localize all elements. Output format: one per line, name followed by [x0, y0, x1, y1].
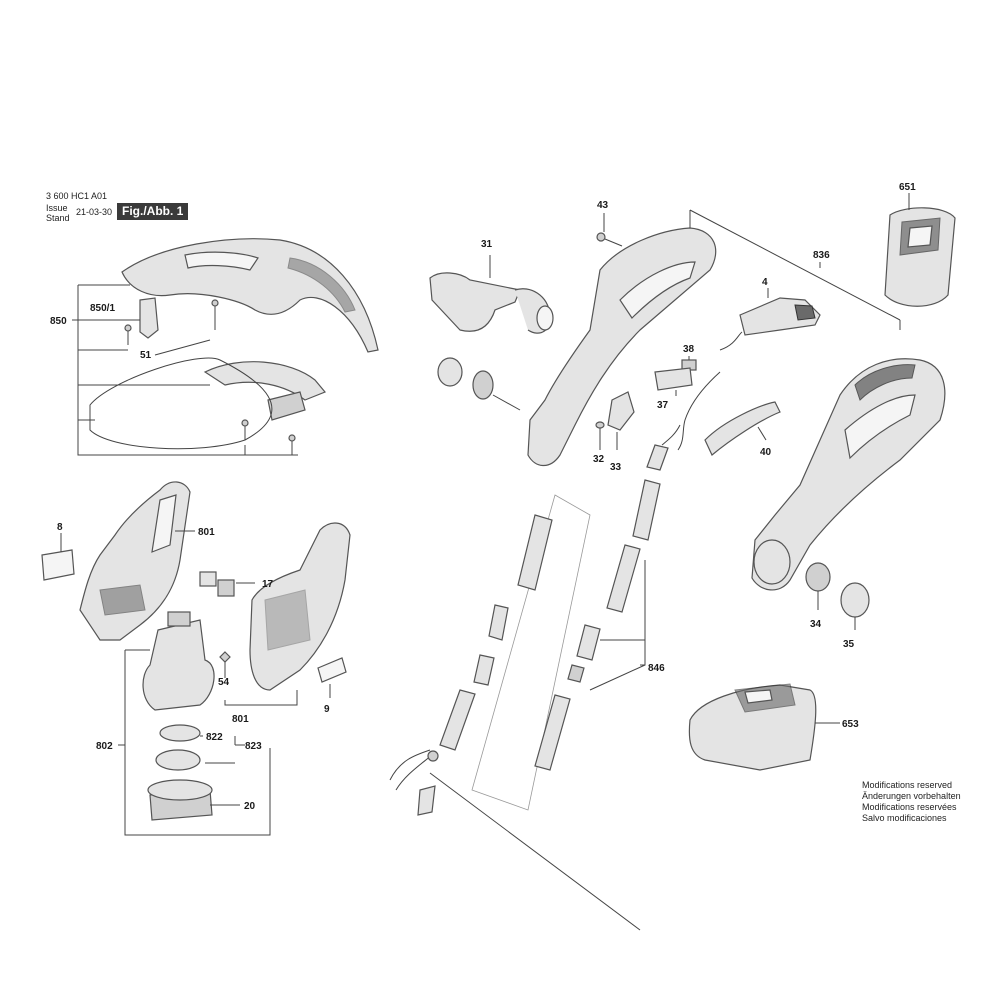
label-35: 35: [843, 639, 855, 650]
label-8: 8: [57, 522, 63, 533]
label-32: 32: [593, 454, 605, 465]
label-9: 9: [324, 704, 330, 715]
figure-badge: Fig./Abb. 1: [117, 203, 189, 220]
label-836: 836: [813, 250, 830, 261]
guard-assembly: [72, 238, 379, 456]
note-de: Änderungen vorbehalten: [862, 791, 961, 801]
label-823: 823: [245, 741, 262, 752]
label-31: 31: [481, 239, 493, 250]
label-822: 822: [206, 732, 223, 743]
label-651: 651: [899, 182, 916, 193]
label-653: 653: [842, 719, 859, 730]
label-37: 37: [657, 400, 669, 411]
stand-label: Stand: [46, 213, 70, 223]
label-20: 20: [244, 801, 256, 812]
note-en: Modifications reserved: [862, 780, 953, 790]
note-es: Salvo modificaciones: [862, 813, 947, 823]
battery-pack: [884, 193, 956, 307]
label-850: 850: [50, 316, 67, 327]
label-33: 33: [610, 462, 622, 473]
label-51: 51: [140, 350, 152, 361]
upper-handle-group: [429, 209, 901, 467]
charger: [688, 683, 840, 771]
motor-housing-group: [41, 481, 351, 706]
label-801-bottom: 801: [232, 714, 249, 725]
rear-handle: [751, 320, 946, 591]
label-40: 40: [760, 447, 772, 458]
label-801-top: 801: [198, 527, 215, 538]
label-38: 38: [683, 344, 695, 355]
part-number: 3 600 HC1 A01: [46, 191, 108, 201]
switch-components: [595, 288, 821, 456]
label-17: 17: [262, 579, 274, 590]
label-54: 54: [218, 677, 230, 688]
issue-date: 21-03-30: [76, 207, 113, 217]
modifications-note: Modifications reserved Änderungen vorbeh…: [862, 780, 961, 824]
note-fr: Modifications reservées: [862, 802, 957, 812]
label-802: 802: [96, 741, 113, 752]
label-34: 34: [810, 619, 822, 630]
label-43: 43: [597, 200, 609, 211]
label-846: 846: [648, 663, 665, 674]
motor-spool-group: [118, 611, 271, 836]
issue-label: Issue: [46, 203, 68, 213]
knob-spring-right: [805, 562, 870, 630]
shaft-assembly: [389, 424, 681, 931]
label-850-1: 850/1: [90, 303, 115, 314]
label-4: 4: [762, 277, 768, 288]
